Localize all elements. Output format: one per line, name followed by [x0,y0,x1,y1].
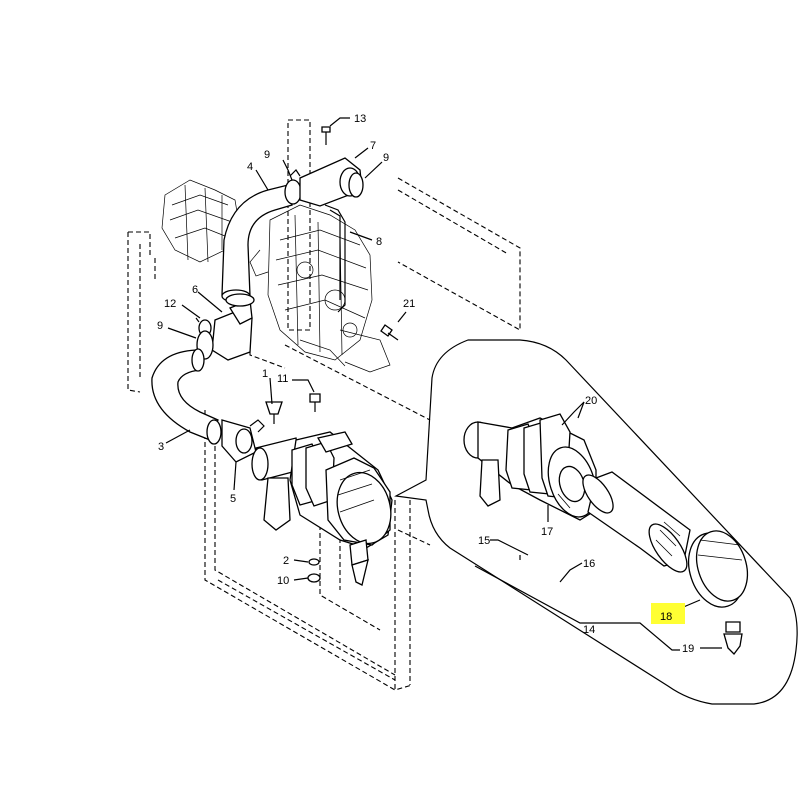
callout-8: 8 [376,236,382,248]
bolt-11 [309,393,321,412]
bolt-13 [321,126,331,145]
callout-labels: 13 7 9 9 4 8 21 12 6 9 1 11 3 5 2 10 20 … [157,113,694,655]
upper-clamp-left [284,169,302,205]
callout-13: 13 [354,113,366,125]
callout-12: 12 [164,298,176,310]
callout-1: 1 [262,368,268,380]
callout-20: 20 [585,395,597,407]
valve-19 [723,621,743,655]
callout-15: 15 [478,535,490,547]
upper-clamp-right [348,172,364,198]
callout-18: 18 [660,611,672,623]
clamp-5 [206,419,265,463]
callout-2: 2 [283,555,289,567]
machine-frame [127,119,521,691]
callout-17: 17 [541,526,553,538]
highlight-18 [651,603,685,624]
detail-view-box [394,339,798,705]
callout-19: 19 [682,643,694,655]
callout-9: 9 [383,152,389,164]
lower-hose-3 [151,348,219,441]
washer-2 [308,558,320,566]
filter-element-16 [582,471,691,573]
callout-4: 4 [247,161,253,173]
callout-3: 3 [158,441,164,453]
adapter-elbow-6 [211,293,255,361]
callout-21: 21 [403,298,415,310]
callout-7: 7 [370,140,376,152]
callout-9: 9 [157,320,163,332]
valve-1 [265,401,283,424]
air-cleaner-assembly [251,431,393,586]
nut-10 [307,573,321,583]
callout-14: 14 [583,624,595,636]
bracket-8 [324,204,346,313]
callout-10: 10 [277,575,289,587]
callout-9: 9 [264,149,270,161]
callout-16: 16 [583,558,595,570]
leader-lines [165,117,722,651]
callout-6: 6 [192,284,198,296]
bolt-21 [380,324,399,341]
cover-18 [687,530,749,608]
callout-5: 5 [230,493,236,505]
detail-housing [463,413,597,521]
callout-11: 11 [277,373,288,385]
